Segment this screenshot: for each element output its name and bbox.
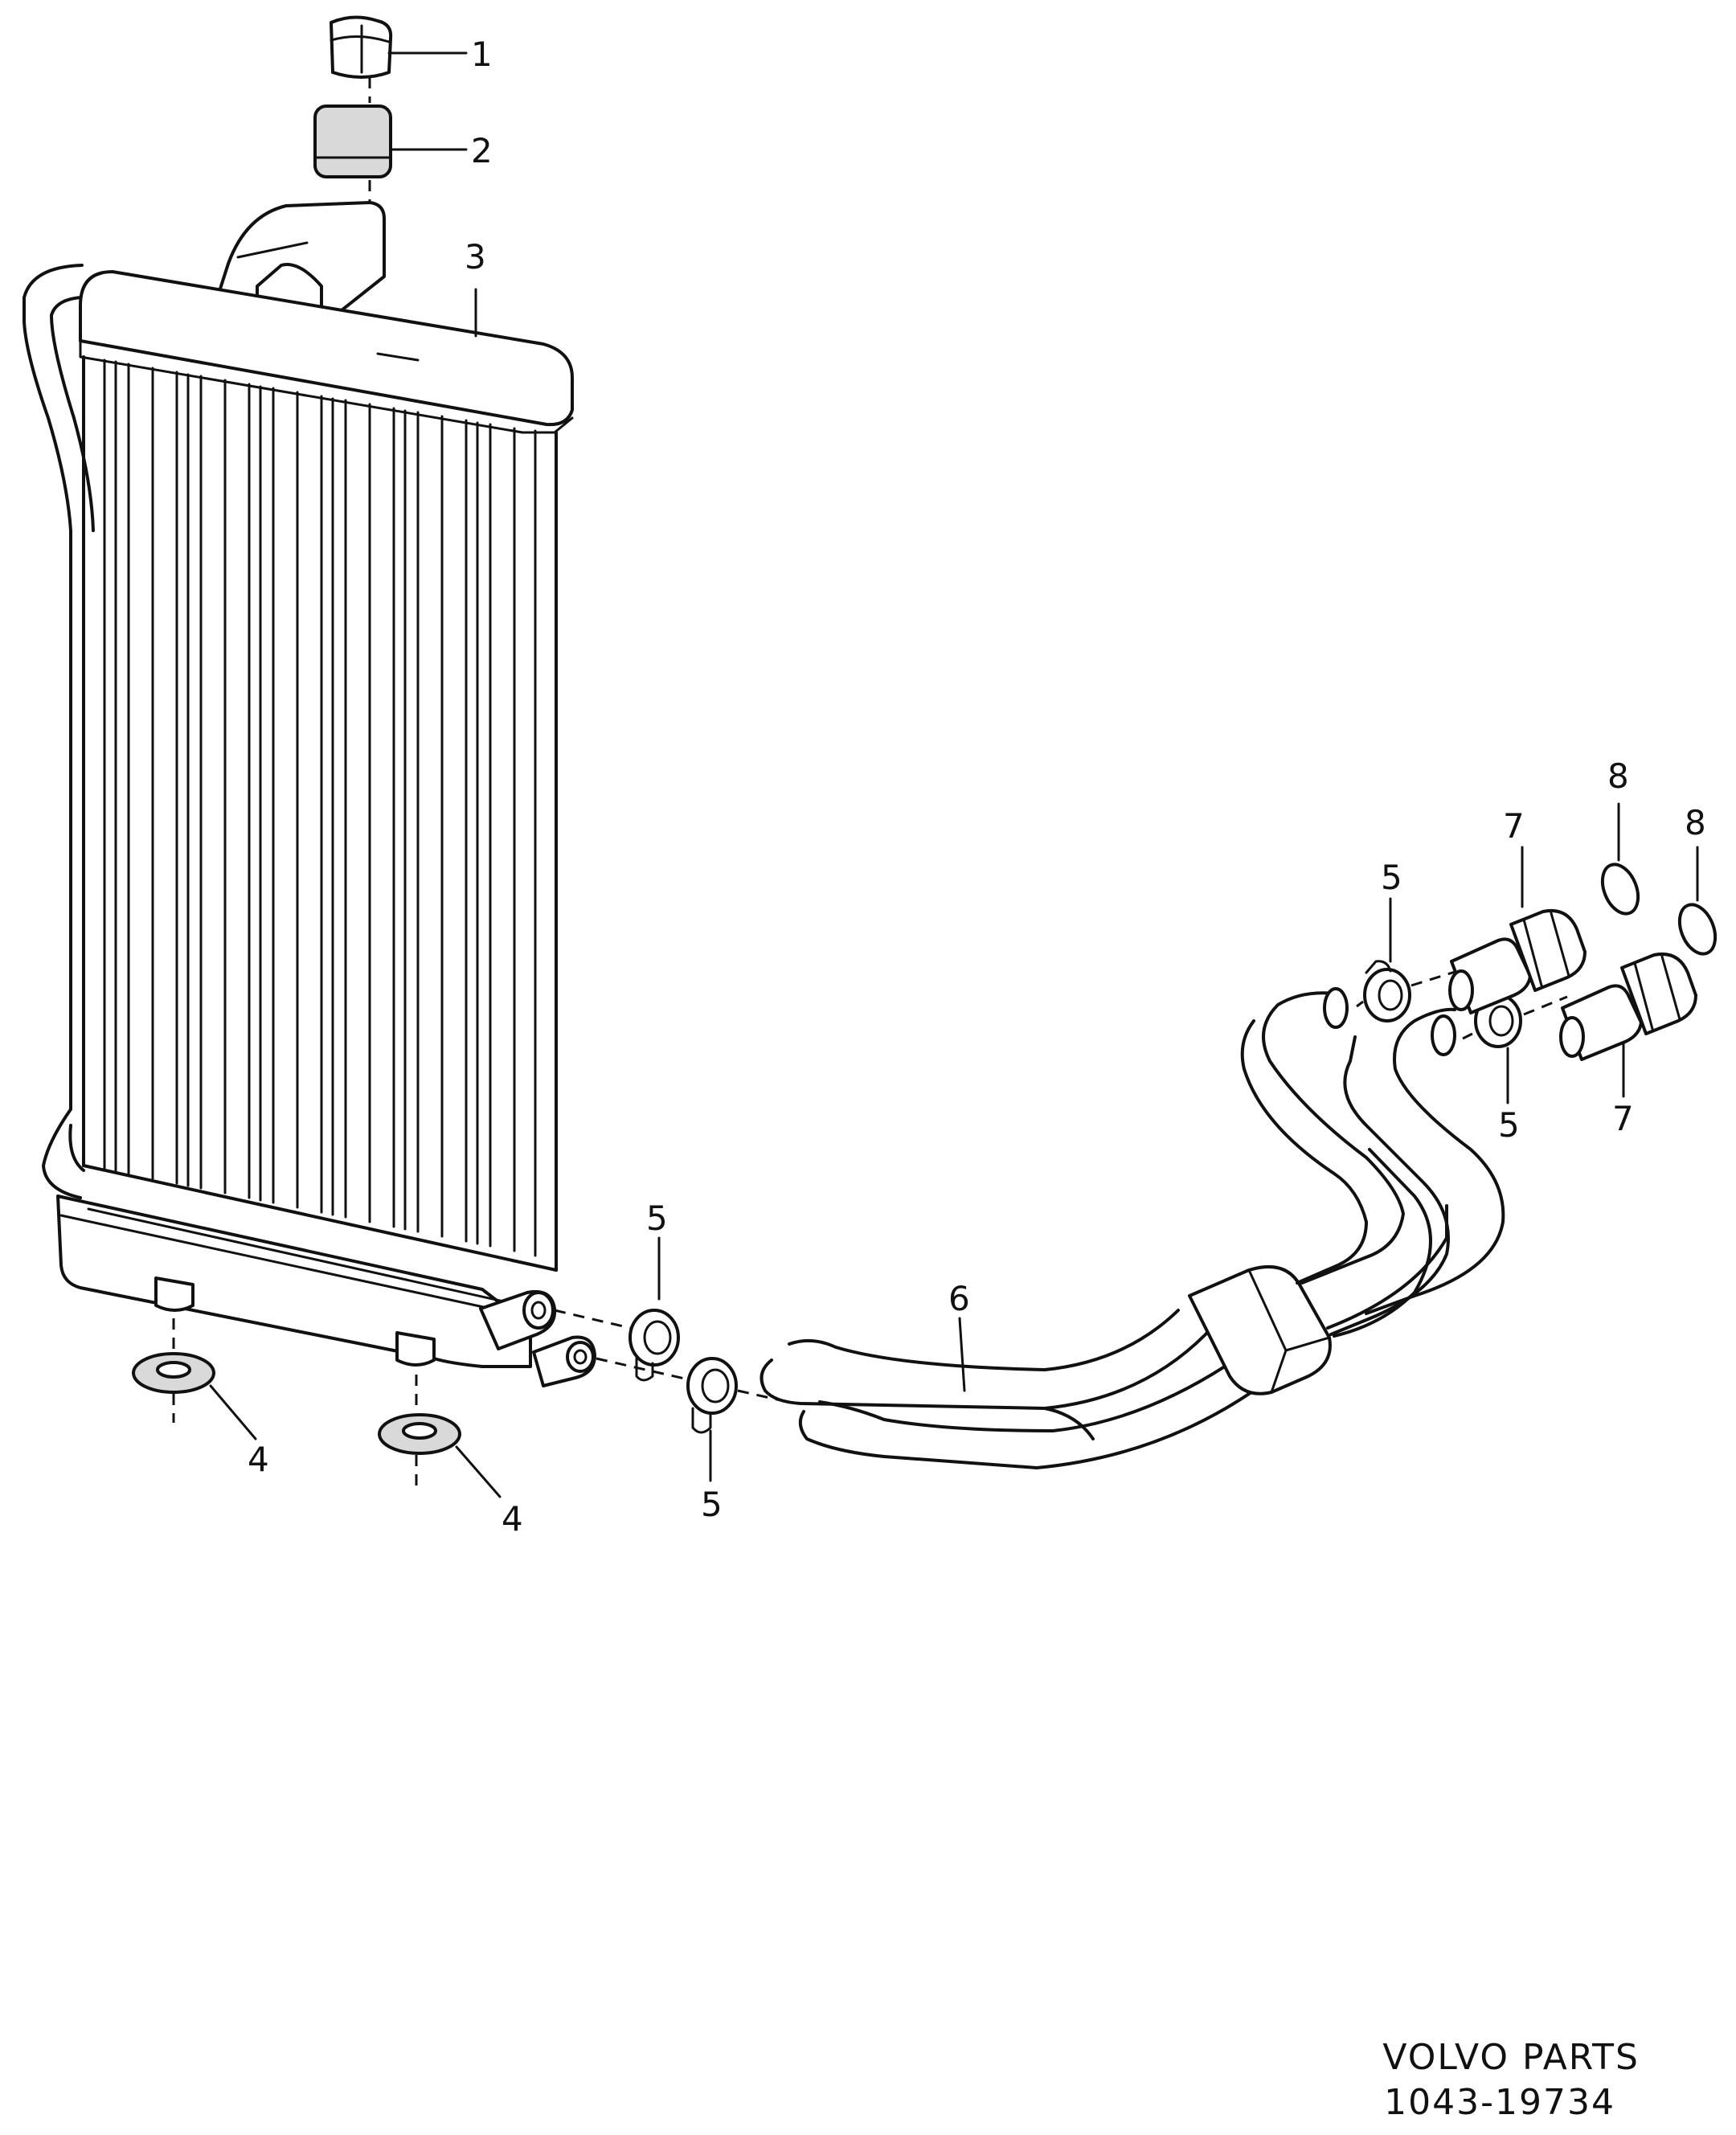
callout-7b: 7 bbox=[1612, 1099, 1634, 1138]
oil-cooler-part-3 bbox=[23, 201, 596, 1387]
hose-clamp-part-5 bbox=[628, 897, 1522, 1482]
callout-4b: 4 bbox=[502, 1499, 523, 1539]
oil-pipe-part-6 bbox=[760, 987, 1505, 1469]
callout-1: 1 bbox=[471, 35, 493, 74]
callout-7a: 7 bbox=[1503, 806, 1525, 846]
callout-3: 3 bbox=[465, 237, 486, 277]
callout-2: 2 bbox=[471, 131, 493, 170]
callout-5d: 5 bbox=[1498, 1105, 1520, 1145]
union-fitting-part-7 bbox=[1448, 846, 1697, 1098]
callout-5c: 5 bbox=[1381, 858, 1402, 897]
clip-part-1 bbox=[330, 15, 468, 79]
callout-6: 6 bbox=[948, 1279, 970, 1318]
footer-reference: 1043-19734 bbox=[1384, 2082, 1615, 2123]
rubber-pad-part-2 bbox=[313, 104, 468, 178]
callout-4a: 4 bbox=[248, 1440, 269, 1479]
o-ring-part-8 bbox=[1600, 802, 1718, 956]
callout-8a: 8 bbox=[1607, 756, 1629, 796]
callout-5b: 5 bbox=[701, 1485, 723, 1524]
footer-brand: VOLVO PARTS bbox=[1382, 2037, 1640, 2078]
callout-8b: 8 bbox=[1685, 803, 1706, 842]
callout-5a: 5 bbox=[646, 1199, 668, 1238]
grommet-part-4 bbox=[132, 1318, 502, 1498]
